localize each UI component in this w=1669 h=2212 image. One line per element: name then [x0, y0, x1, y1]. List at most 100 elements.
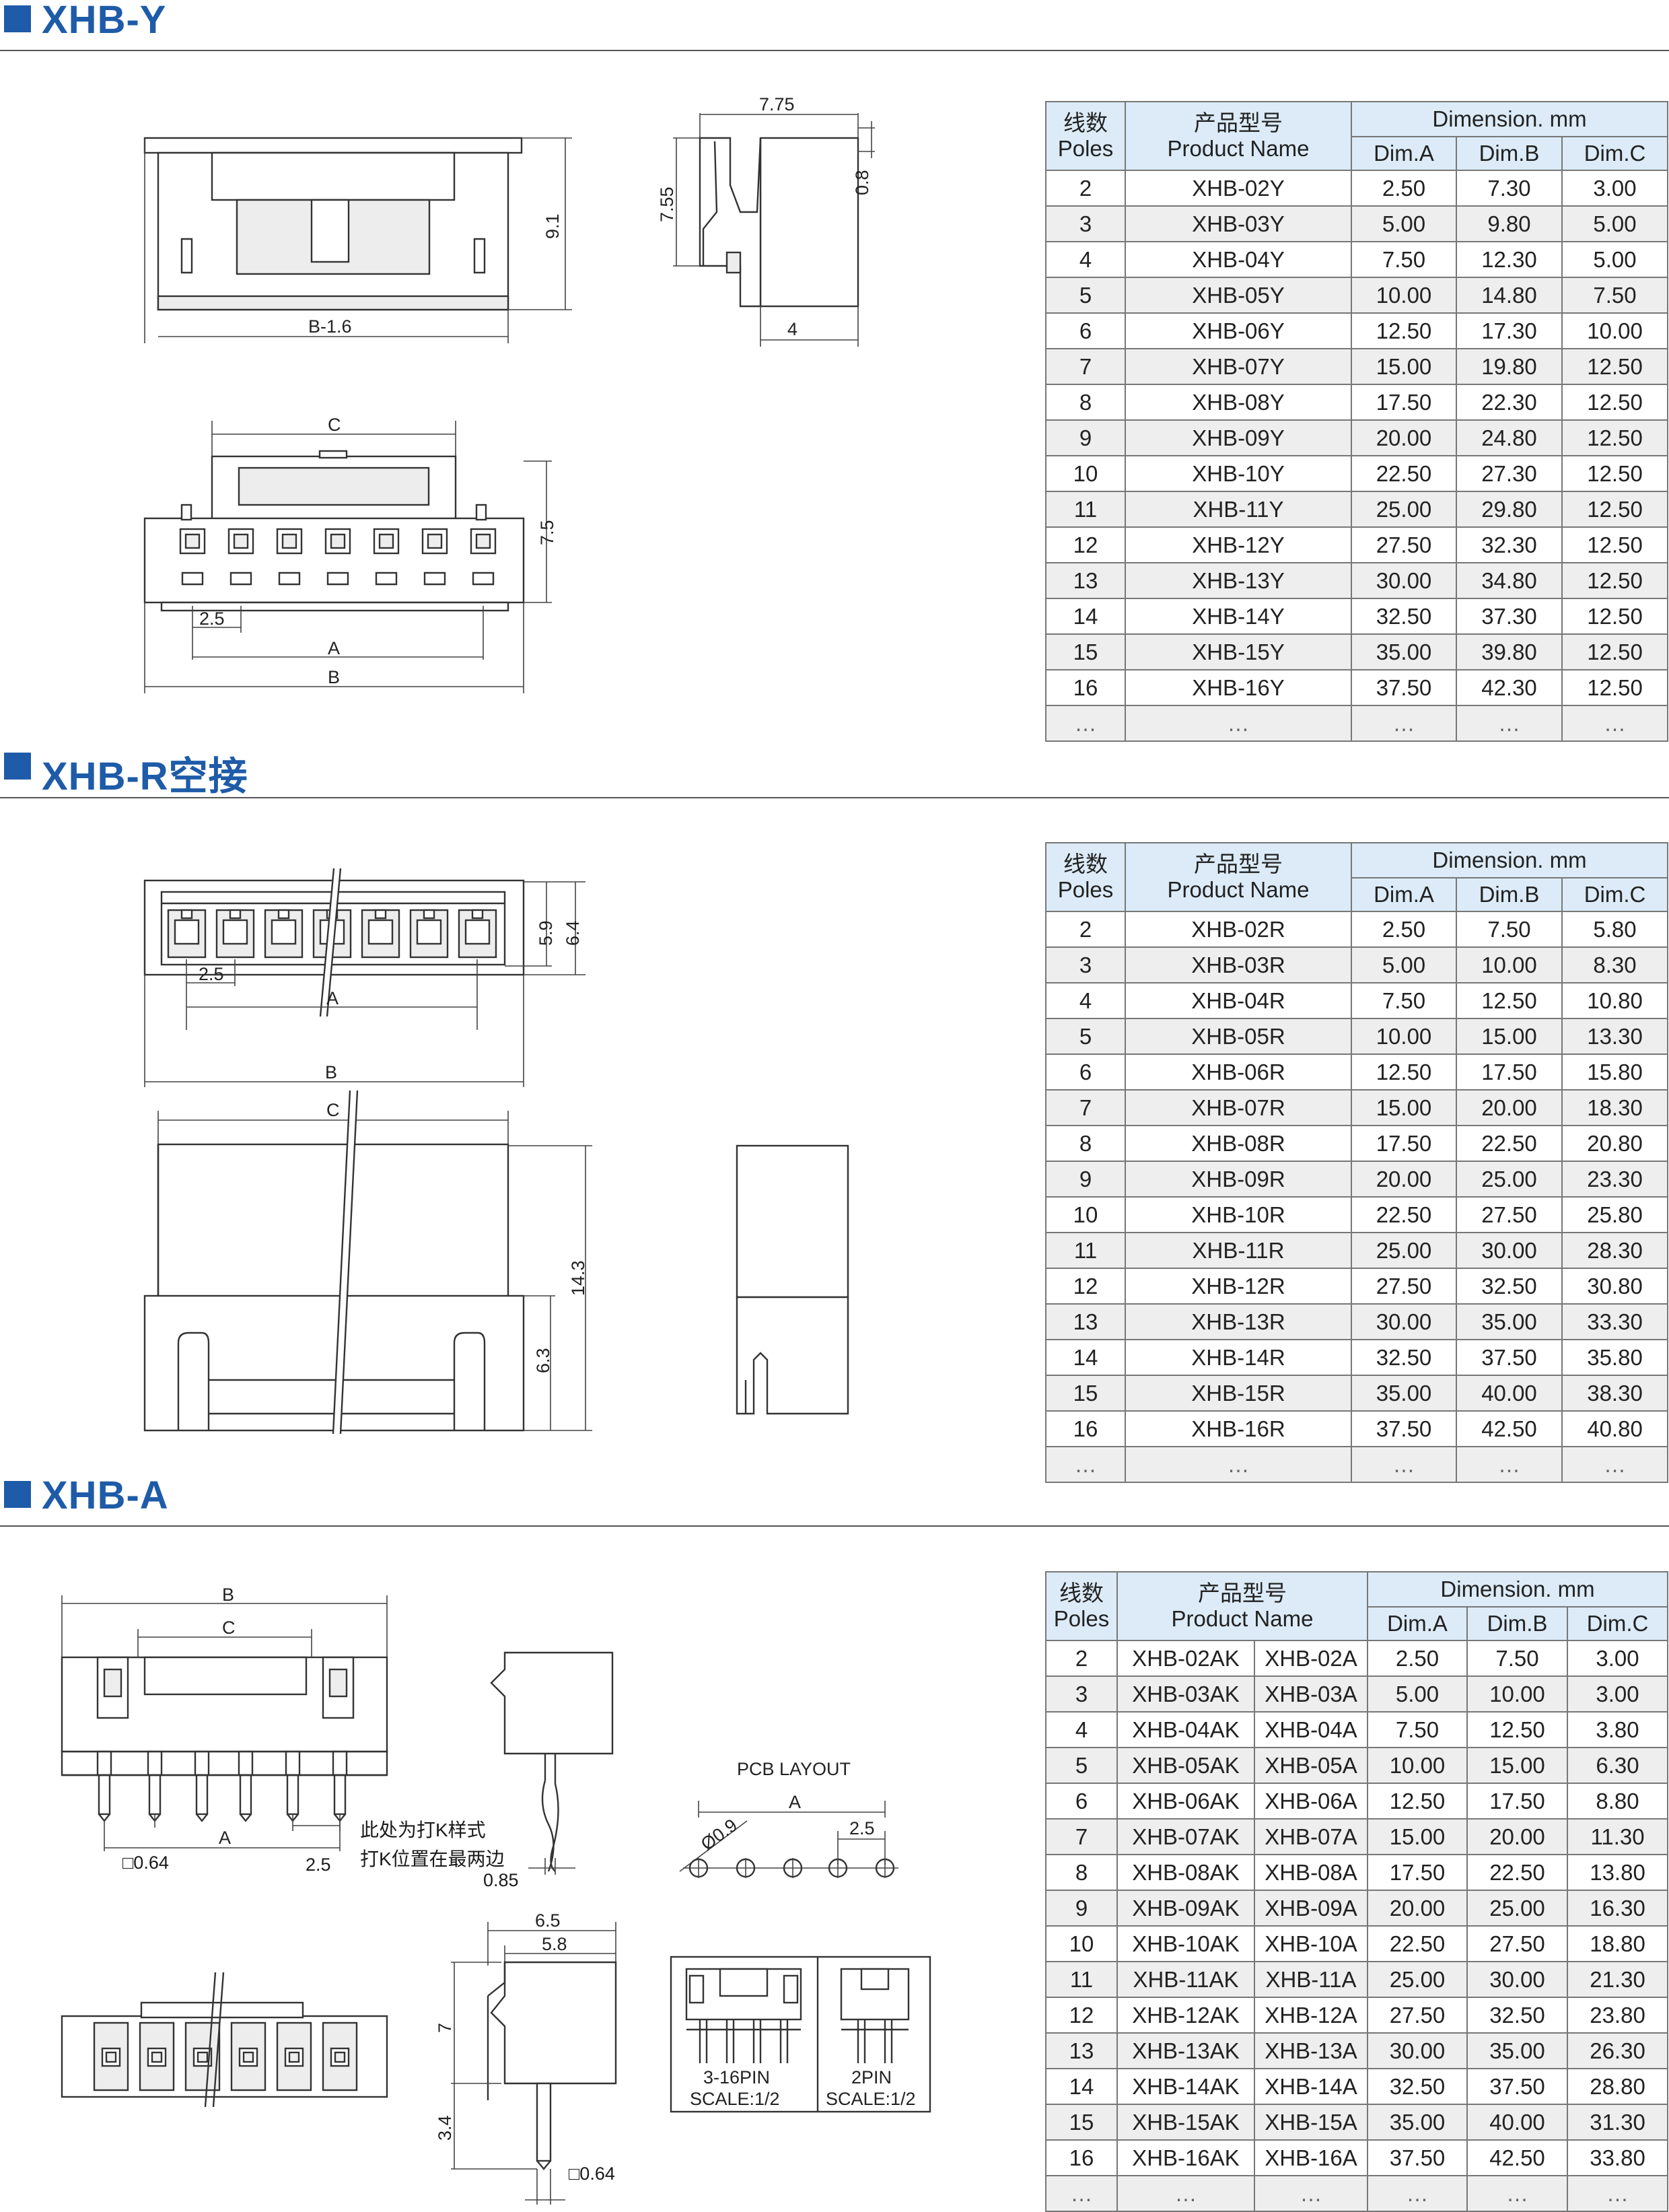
col-dim-c: Dim.C: [1566, 1606, 1669, 1641]
dim-7-55: 7.55: [657, 186, 677, 222]
section-marker-square: [4, 5, 31, 32]
xhb-r-front-view-drawing: C 14.3 6.3: [143, 1090, 592, 1435]
footprint-label-pins: 3-16PIN: [703, 2067, 770, 2087]
dim-b-1-6: B-1.6: [308, 316, 352, 337]
xhb-y-side-view-drawing: 7.75 7.55 0.8 4: [657, 94, 875, 347]
col-dimension-header: Dimension. mm: [1350, 842, 1669, 878]
pin-cavity-row: [179, 528, 497, 586]
pad-row: [93, 2021, 358, 2092]
col-dimension-header: Dimension. mm: [1366, 1571, 1669, 1608]
col-dim-c: Dim.C: [1561, 136, 1669, 171]
dim-5-9: 5.9: [536, 920, 556, 946]
pcb-dim-0-9: Ø0.9: [697, 1815, 741, 1855]
dim-2-5: 2.5: [199, 609, 225, 629]
dim-c: C: [326, 1100, 340, 1120]
table-row-ellipsis: ………………: [1045, 2175, 1669, 2212]
dim-b: B: [222, 1585, 234, 1605]
xhb-r-top-view-drawing: 5.9 6.4 2.5 A B: [143, 868, 585, 1087]
col-dim-a: Dim.A: [1367, 1606, 1468, 1641]
dim-2-5: 2.5: [199, 964, 224, 984]
dim-9-1: 9.1: [542, 213, 563, 239]
xhb-a-side-view-top-drawing: [490, 1651, 614, 1875]
col-dim-b: Dim.B: [1456, 136, 1563, 171]
footprint-legend-drawing: 3-16PIN SCALE:1/2 2PIN SCALE:1/2: [670, 1956, 931, 2113]
section-title: XHB-R空接: [42, 755, 248, 798]
dim-c: C: [328, 415, 341, 435]
pcb-dim-2-5: 2.5: [849, 1818, 875, 1838]
dim-7-75: 7.75: [759, 94, 795, 114]
dim-0-64-label: □0.64: [122, 1853, 169, 1873]
dim-0-64-bottom-label: □0.64: [569, 2164, 615, 2184]
table-row-ellipsis: ……………: [1045, 1446, 1669, 1483]
dim-5-8: 5.8: [542, 1934, 567, 1954]
pcb-layout-title: PCB LAYOUT: [737, 1759, 851, 1779]
pin-row: [96, 1750, 348, 1822]
dim-0-8: 0.8: [852, 170, 872, 195]
dim-2-5-label: 2.5: [306, 1855, 331, 1875]
footprint-label-scale: SCALE:1/2: [690, 2089, 780, 2109]
note-k-style: 此处为打K样式: [360, 1820, 486, 1840]
dim-6-3: 6.3: [533, 1348, 553, 1373]
dim-6-5: 6.5: [535, 1910, 561, 1931]
pcb-dim-a: A: [789, 1792, 801, 1812]
dim-0-85-label: 0.85: [483, 1870, 519, 1890]
section-divider: [0, 797, 1669, 798]
dim-7-5: 7.5: [537, 520, 557, 545]
dim-3-4: 3.4: [435, 2115, 455, 2141]
xhb-a-bottom-view-drawing: [61, 1972, 388, 2114]
col-dim-b: Dim.B: [1456, 877, 1563, 912]
section-title: XHB-A: [42, 1474, 169, 1517]
dim-b: B: [325, 1062, 337, 1082]
dim-a: A: [219, 1828, 231, 1848]
section-divider: [0, 50, 1669, 51]
dim-14-3: 14.3: [568, 1260, 588, 1296]
footprint-2pin: 2PIN SCALE:1/2: [826, 1968, 916, 2109]
col-dim-a: Dim.A: [1351, 136, 1457, 171]
table-row-ellipsis: ……………: [1045, 705, 1669, 742]
section-title: XHB-Y: [42, 0, 167, 42]
xhb-y-front-view-drawing: B-1.6 9.1: [143, 137, 572, 343]
pcb-layout-drawing: PCB LAYOUT A 2.5 Ø0.9: [679, 1759, 898, 1878]
